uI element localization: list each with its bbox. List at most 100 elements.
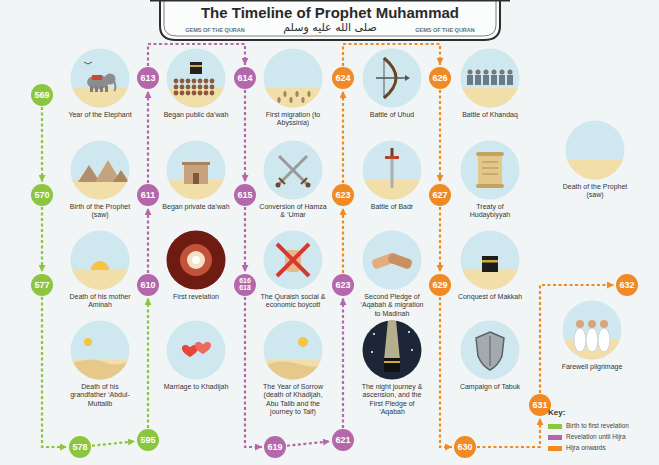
timeline-connector <box>439 90 441 182</box>
illustration <box>362 230 422 290</box>
event-label: Second Pledge of ‘Aqabah & migration to … <box>358 293 426 318</box>
icon-shape <box>306 183 311 188</box>
event-illustration <box>460 48 520 108</box>
illustration <box>70 320 130 380</box>
icon-shape <box>468 70 473 75</box>
event-item: The Quraish social & economic boycott <box>259 230 327 310</box>
icon-shape <box>362 48 422 108</box>
year-circle: 623 <box>332 274 354 296</box>
timeline-connector <box>440 297 452 447</box>
event-label: Campaign of Tabuk <box>456 383 524 391</box>
icon-shape <box>279 178 285 184</box>
event-label: Began public da’wah <box>162 111 230 119</box>
timeline-connector <box>477 418 540 447</box>
icon-shape <box>210 91 215 96</box>
icon-shape <box>586 328 598 352</box>
legend-heading: Key: <box>548 408 565 417</box>
event-item: Year of the Elephant <box>66 48 134 119</box>
icon-shape <box>507 75 513 85</box>
icon-shape <box>184 164 208 184</box>
icon-shape <box>598 328 610 352</box>
icon-shape <box>482 168 498 169</box>
event-item: Battle of Badr <box>358 140 426 211</box>
timeline-connector <box>245 297 262 447</box>
year-circle: 611 <box>137 184 159 206</box>
event-label: Death of his grandfather ‘Abdul-Muttalib <box>66 383 134 408</box>
icon-shape <box>198 79 203 84</box>
icon-shape <box>482 174 498 175</box>
timeline-connector <box>342 91 344 183</box>
timeline-connector <box>540 285 614 393</box>
year-number: 627 <box>432 191 447 200</box>
event-illustration <box>362 140 422 200</box>
icon-shape <box>70 230 130 290</box>
year-circle: 624 <box>332 67 354 89</box>
icon-shape <box>105 86 108 92</box>
icon-shape <box>490 336 491 366</box>
legend-text: Revelation until Hijra <box>566 432 626 442</box>
icon-shape <box>174 79 179 84</box>
icon-shape <box>70 320 130 380</box>
icon-shape <box>174 85 179 90</box>
icon-shape <box>482 260 498 263</box>
year-circle: 595 <box>137 429 159 451</box>
year-number: 621 <box>335 436 350 445</box>
icon-shape <box>384 320 400 360</box>
icon-shape <box>279 156 307 184</box>
icon-shape <box>276 183 281 188</box>
year-number: 577 <box>34 281 49 290</box>
year-number: 631 <box>532 401 547 410</box>
year-number: 570 <box>34 191 49 200</box>
icon-shape <box>279 156 307 184</box>
event-label: First revelation <box>162 293 230 301</box>
icon-shape <box>190 62 202 74</box>
year-circle: 629 <box>429 274 451 296</box>
icon-shape <box>460 88 520 108</box>
timeline-connector <box>41 107 43 182</box>
event-label: Battle of Khandaq <box>456 111 524 119</box>
icon-shape <box>574 328 586 352</box>
icon-shape <box>500 70 505 75</box>
event-illustration <box>70 140 130 200</box>
year-circle: 631 <box>529 394 551 416</box>
icon-shape <box>263 360 323 380</box>
event-item: Farewell pilgrimage <box>553 300 631 371</box>
icon-shape <box>484 70 489 75</box>
event-item: Began private da’wah <box>162 140 230 211</box>
calligraphy: صلى الله عليه وسلم <box>283 21 377 34</box>
icon-shape <box>371 351 373 353</box>
icon-shape <box>263 140 323 200</box>
icon-shape <box>192 79 197 84</box>
icon-shape <box>307 91 310 97</box>
icon-shape <box>70 360 130 380</box>
legend-row: Birth to first revelation <box>548 421 652 431</box>
legend-text: Hijra onwards <box>566 443 606 453</box>
icon-shape <box>186 91 191 96</box>
event-label: Conversion of Hamza & ‘Umar <box>259 203 327 220</box>
logo-text: GEMS OF THE QURAN <box>185 27 245 33</box>
event-label: Marriage to Khadijah <box>162 383 230 391</box>
event-item: Death of his grandfather ‘Abdul-Muttalib <box>66 320 134 408</box>
icon-shape <box>283 91 286 97</box>
event-label: First migration (to Abyssinia) <box>259 111 327 128</box>
timeline-connector <box>342 208 344 273</box>
illustration <box>166 48 226 108</box>
title-frame-inner <box>164 0 496 36</box>
legend-swatch <box>548 446 562 451</box>
timeline-connector <box>147 91 149 183</box>
event-illustration <box>565 120 625 180</box>
icon-shape <box>460 48 520 108</box>
icon-shape <box>263 361 323 380</box>
icon-shape <box>295 91 298 97</box>
year-circle: 569 <box>31 84 53 106</box>
icon-shape <box>476 152 504 156</box>
icon-shape <box>166 88 226 108</box>
event-item: Second Pledge of ‘Aqabah & migration to … <box>358 230 426 318</box>
icon-shape <box>384 358 400 372</box>
year-number: 623 <box>335 191 350 200</box>
icon-shape <box>408 331 410 333</box>
event-label: Began private da’wah <box>162 203 230 211</box>
year-circle: 621 <box>332 429 354 451</box>
icon-shape <box>373 333 375 335</box>
event-label: The Quraish social & economic boycott <box>259 293 327 310</box>
